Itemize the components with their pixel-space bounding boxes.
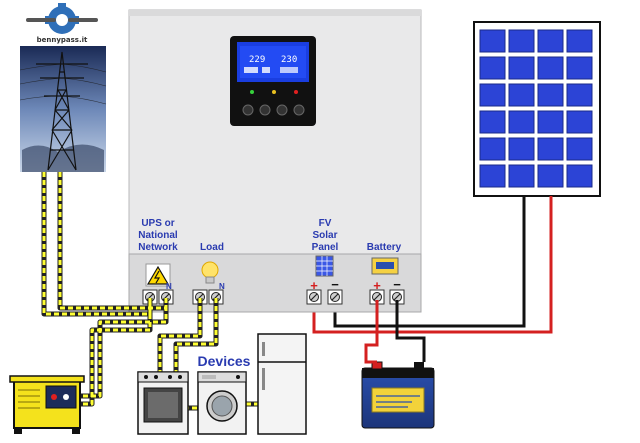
- control-buttons: [242, 104, 305, 116]
- solar-cell: [479, 110, 506, 134]
- inverter: 229 230: [128, 9, 422, 313]
- pv-minus-mark: −: [331, 277, 339, 292]
- solar-cell: [566, 56, 593, 80]
- gear-logo-icon: [26, 3, 98, 34]
- solar-cell: [508, 164, 535, 188]
- solar-cell: [479, 164, 506, 188]
- solar-cell: [537, 56, 564, 80]
- load-n-mark: N: [219, 282, 225, 291]
- warning-icon: [145, 263, 171, 287]
- logo-text: bennypass.it: [37, 36, 88, 44]
- ups-label-line1: UPS or: [141, 218, 174, 229]
- terminal-labels: UPS or National Network Load FV Solar Pa…: [138, 218, 401, 253]
- battery-wires: [364, 300, 426, 364]
- washing-machine-icon: [197, 371, 247, 435]
- solar-cell: [508, 83, 535, 107]
- solar-cell: [537, 164, 564, 188]
- solar-cell: [508, 29, 535, 53]
- battery-mini-icon: [371, 257, 399, 275]
- screw-slot: [331, 293, 339, 301]
- solar-cell: [537, 110, 564, 134]
- ups-label-line3: Network: [138, 242, 178, 253]
- solar-cell: [479, 83, 506, 107]
- solar-mini-icon: [315, 255, 334, 277]
- solar-cell: [508, 56, 535, 80]
- solar-cell: [479, 29, 506, 53]
- lcd-left-value: 229: [249, 55, 265, 65]
- devices-label: Devices: [198, 353, 251, 369]
- battery-icon: [361, 361, 435, 429]
- solar-cell: [537, 83, 564, 107]
- solar-cell: [537, 137, 564, 161]
- ups-n-mark: N: [166, 282, 172, 291]
- solar-cell: [479, 56, 506, 80]
- pv-label-line1: FV: [319, 218, 332, 229]
- screw-slot: [310, 293, 318, 301]
- battery-label: Battery: [367, 242, 402, 253]
- solar-cell: [508, 110, 535, 134]
- screw-slot: [393, 293, 401, 301]
- solar-cell: [508, 137, 535, 161]
- pv-label-line2: Solar: [312, 230, 337, 241]
- generator-icon: [9, 375, 85, 434]
- solar-cell: [566, 164, 593, 188]
- screw-slot: [373, 293, 381, 301]
- lcd-right-value: 230: [281, 55, 297, 65]
- solar-cell: [566, 83, 593, 107]
- bulb-icon: [201, 261, 219, 284]
- solar-cell: [566, 137, 593, 161]
- load-label: Load: [200, 242, 224, 253]
- solar-cell: [479, 137, 506, 161]
- solar-cell: [566, 110, 593, 134]
- solar-panel: [473, 21, 601, 197]
- solar-cell: [566, 29, 593, 53]
- tower-photo: [19, 46, 107, 172]
- stove-icon: [137, 371, 189, 435]
- batt-plus-mark: +: [373, 278, 381, 293]
- solar-cell: [537, 29, 564, 53]
- batt-minus-mark: −: [393, 277, 401, 292]
- ups-label-line2: National: [138, 230, 178, 241]
- pv-label-line3: Panel: [312, 242, 339, 253]
- pv-plus-mark: +: [310, 278, 318, 293]
- fridge-icon: [257, 333, 307, 435]
